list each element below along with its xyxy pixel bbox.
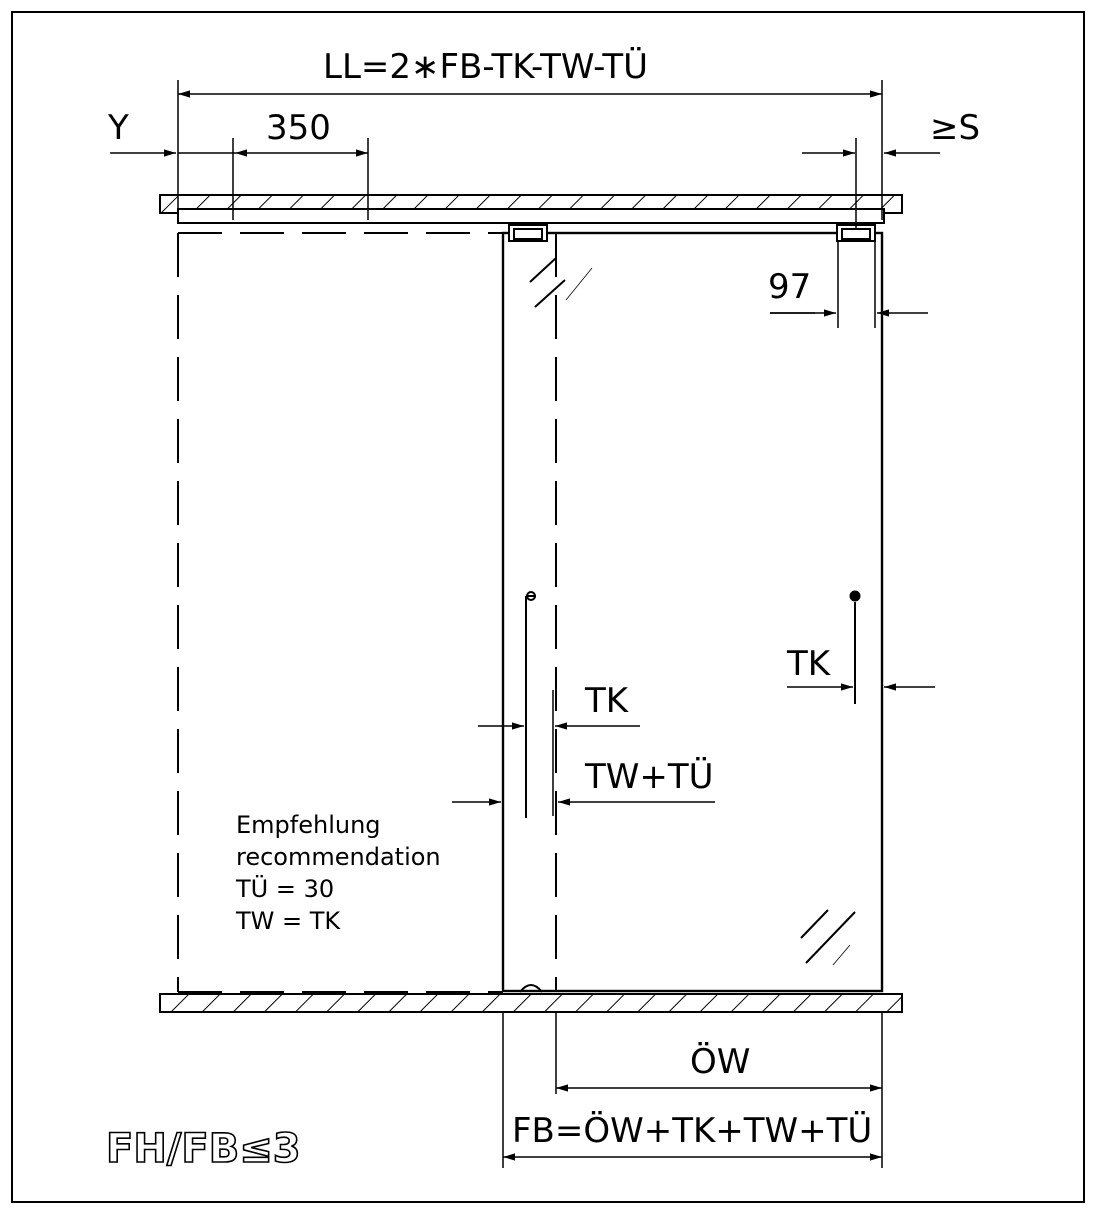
label-ll: LL=2∗FB-TK-TW-TÜ [323, 46, 648, 87]
note-line-2: recommendation [236, 843, 441, 871]
label-tw-tu: TW+TÜ [584, 756, 714, 797]
handle-markers [525, 590, 861, 818]
note-line-3: TÜ = 30 [235, 874, 334, 903]
floor-guide [519, 984, 543, 993]
ceiling-wall [159, 194, 903, 224]
note-line-1: Empfehlung [236, 811, 381, 839]
ratio-label: FH/FB≤3 [106, 1126, 301, 1172]
glass-door-leaf [501, 231, 884, 993]
floor [159, 993, 903, 1013]
label-350: 350 [266, 108, 331, 148]
note-line-4: TW = TK [235, 907, 341, 935]
label-y: Y [107, 108, 129, 148]
label-s: ≥S [930, 108, 980, 148]
label-ow: ÖW [690, 1041, 750, 1082]
label-tk-left: TK [584, 681, 630, 721]
dimension-lines [110, 90, 940, 1161]
label-tk-right: TK [786, 644, 832, 684]
drawing-frame [11, 11, 1085, 1203]
open-position-outline [177, 232, 558, 993]
label-fb: FB=ÖW+TK+TW+TÜ [512, 1110, 872, 1151]
label-97: 97 [768, 267, 811, 307]
extension-lines [177, 80, 883, 1168]
